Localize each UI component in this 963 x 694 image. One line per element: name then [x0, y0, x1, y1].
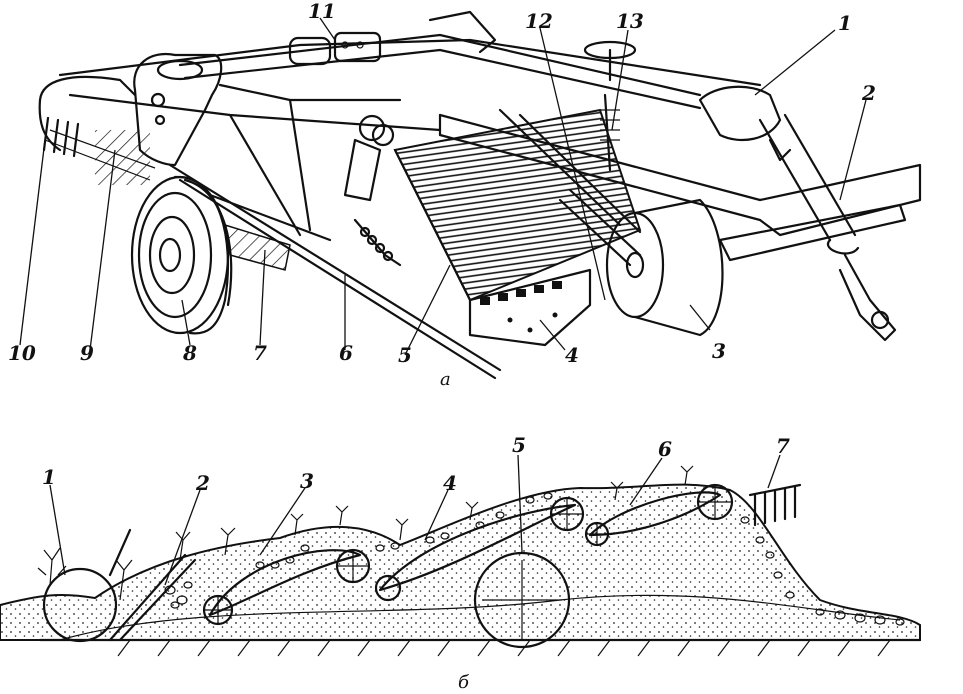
callout-bottom-7: 7 [776, 434, 790, 458]
callout-top-12: 12 [525, 9, 553, 33]
haulm-tufts [37, 465, 694, 601]
callout-bottom-6: 6 [658, 437, 672, 461]
profile-leaders [49, 454, 781, 586]
transport-wheel [130, 175, 233, 335]
callout-top-5: 5 [398, 343, 412, 367]
callout-top-1: 1 [838, 11, 852, 35]
callout-top-11: 11 [308, 0, 336, 23]
callout-top-6: 6 [339, 341, 353, 365]
callout-top-13: 13 [616, 9, 644, 33]
subfigure-label-b: б [458, 672, 470, 693]
drive-shaft [178, 10, 702, 110]
callout-bottom-5: 5 [512, 433, 526, 457]
callout-top-7: 7 [253, 341, 267, 365]
callout-top-4: 4 [565, 343, 579, 367]
harvester-machine-drawing [19, 10, 922, 380]
callout-bottom-1: 1 [42, 465, 56, 489]
callout-top-9: 9 [80, 341, 94, 365]
soil-profile-drawing [0, 454, 922, 657]
rear-grate [748, 483, 802, 527]
callout-bottom-3: 3 [300, 469, 314, 493]
callout-top-8: 8 [182, 341, 197, 365]
main-frame [58, 38, 762, 380]
callout-leaders [19, 17, 867, 356]
callout-top-10: 10 [8, 341, 36, 365]
digging-elevator [393, 108, 642, 302]
potatoes [164, 492, 905, 626]
callout-top-2: 2 [861, 81, 876, 105]
callout-bottom-2: 2 [195, 471, 210, 495]
digging-share [468, 268, 592, 347]
callout-top-3: 3 [712, 339, 726, 363]
rear-rake [38, 75, 156, 185]
top-callouts: 1 2 3 4 5 6 7 8 9 10 11 12 13 [8, 0, 876, 367]
profile-rollers [42, 483, 734, 649]
side-elements [224, 114, 402, 271]
subfigure-label-a: а [440, 369, 451, 390]
bottom-callouts: 1 2 3 4 5 6 7 [42, 433, 790, 495]
callout-bottom-4: 4 [443, 471, 457, 495]
